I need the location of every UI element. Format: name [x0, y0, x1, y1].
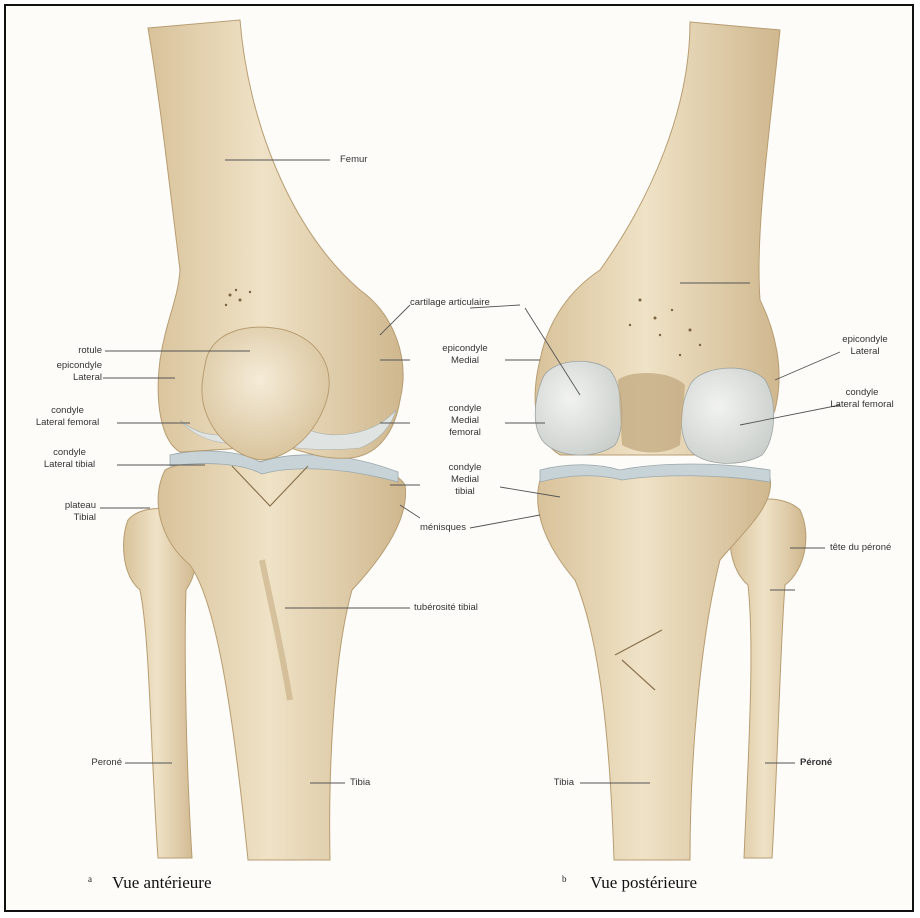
label-epicondyle-medial: epicondyle Medial: [425, 343, 505, 367]
label-tuberosite-tibial: tubérosité tibial: [414, 602, 478, 614]
label-epicondyle-lateral-posterior: epicondyle Lateral: [825, 334, 905, 358]
posterior-intercondylar-notch: [618, 373, 685, 452]
caption-anterior: Vue antérieure: [112, 873, 212, 893]
label-condyle-medial-femoral: condyle Medial femoral: [425, 403, 505, 439]
label-femur: Femur: [340, 154, 367, 166]
posterior-lateral-condyle-cartilage: [681, 368, 773, 463]
label-cartilage-articulaire: cartilage articulaire: [410, 297, 490, 309]
caption-marker-anterior: a: [88, 874, 92, 884]
posterior-view: [535, 22, 806, 860]
label-perone-anterior: Peroné: [50, 757, 122, 769]
posterior-fibula: [730, 499, 806, 858]
label-tete-du-perone: tête du péroné: [830, 542, 891, 554]
label-condyle-lateral-femoral-posterior: condyle Lateral femoral: [812, 387, 912, 411]
caption-marker-posterior: b: [562, 874, 567, 884]
caption-posterior: Vue postérieure: [590, 873, 697, 893]
label-plateau-tibial: plateau Tibial: [30, 500, 96, 524]
label-menisques: ménisques: [420, 522, 466, 534]
anterior-view: [124, 20, 406, 860]
label-rotule: rotule: [40, 345, 102, 357]
label-tibia-posterior: Tibia: [500, 777, 574, 789]
label-epicondyle-lateral-anterior: epicondyle Lateral: [30, 360, 102, 384]
label-condyle-lateral-femoral-anterior: condyle Lateral femoral: [20, 405, 115, 429]
posterior-tibia: [538, 470, 771, 860]
label-condyle-medial-tibial: condyle Medial tibial: [425, 462, 505, 498]
label-condyle-lateral-tibial: condyle Lateral tibial: [22, 447, 117, 471]
posterior-medial-condyle-cartilage: [535, 361, 622, 455]
label-tibia-anterior: Tibia: [350, 777, 370, 789]
label-perone-posterior: Péroné: [800, 757, 832, 769]
